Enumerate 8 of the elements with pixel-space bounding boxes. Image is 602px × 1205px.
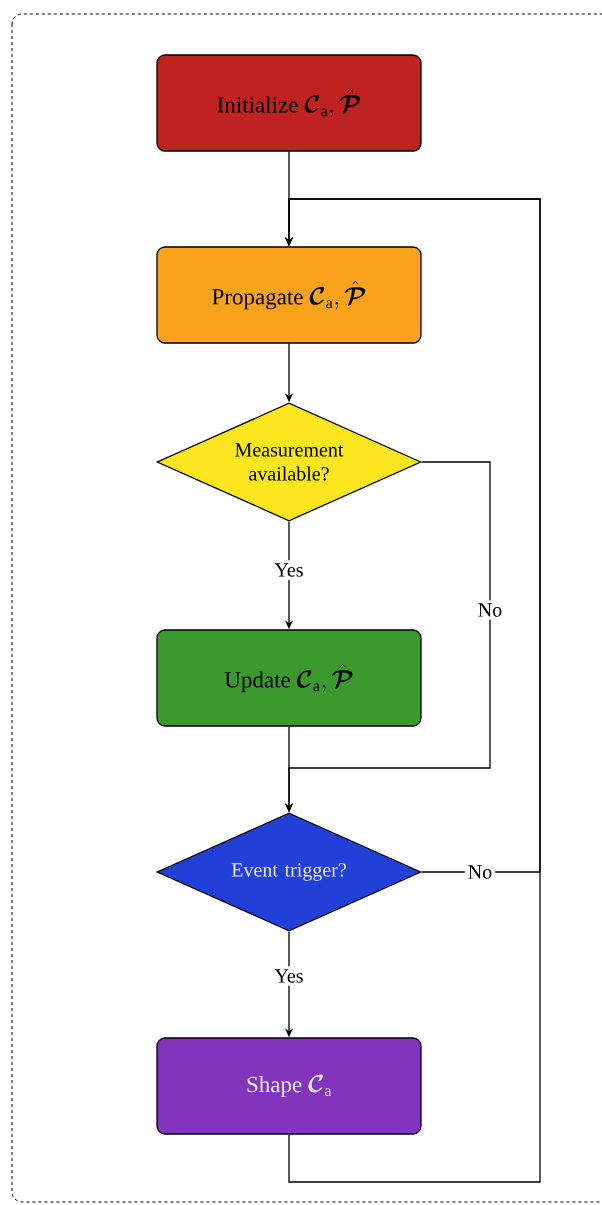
- edge-label: Yes: [271, 560, 307, 580]
- process-box: Initialize $\boldsymbol{\mathcal{C}}_{\mathrm{a}}, \hat{\boldsymbol{\mathcal{P}}}$: [156, 54, 422, 152]
- process-box: Update $\boldsymbol{\mathcal{C}}_{\mathrm{a}}, \hat{\boldsymbol{\mathcal{P}}}$: [156, 629, 422, 727]
- edge-label: No: [464, 862, 496, 882]
- process-box: Propagate $\boldsymbol{\mathcal{C}}_{\mathrm{a}}, \hat{\boldsymbol{\mathcal{P}}}$: [156, 246, 422, 344]
- process-box: Shape $\boldsymbol{\mathcal{C}}_{\mathrm{a}}$: [156, 1037, 422, 1135]
- edge-label: No: [474, 600, 506, 620]
- edge-label: Yes: [271, 966, 307, 986]
